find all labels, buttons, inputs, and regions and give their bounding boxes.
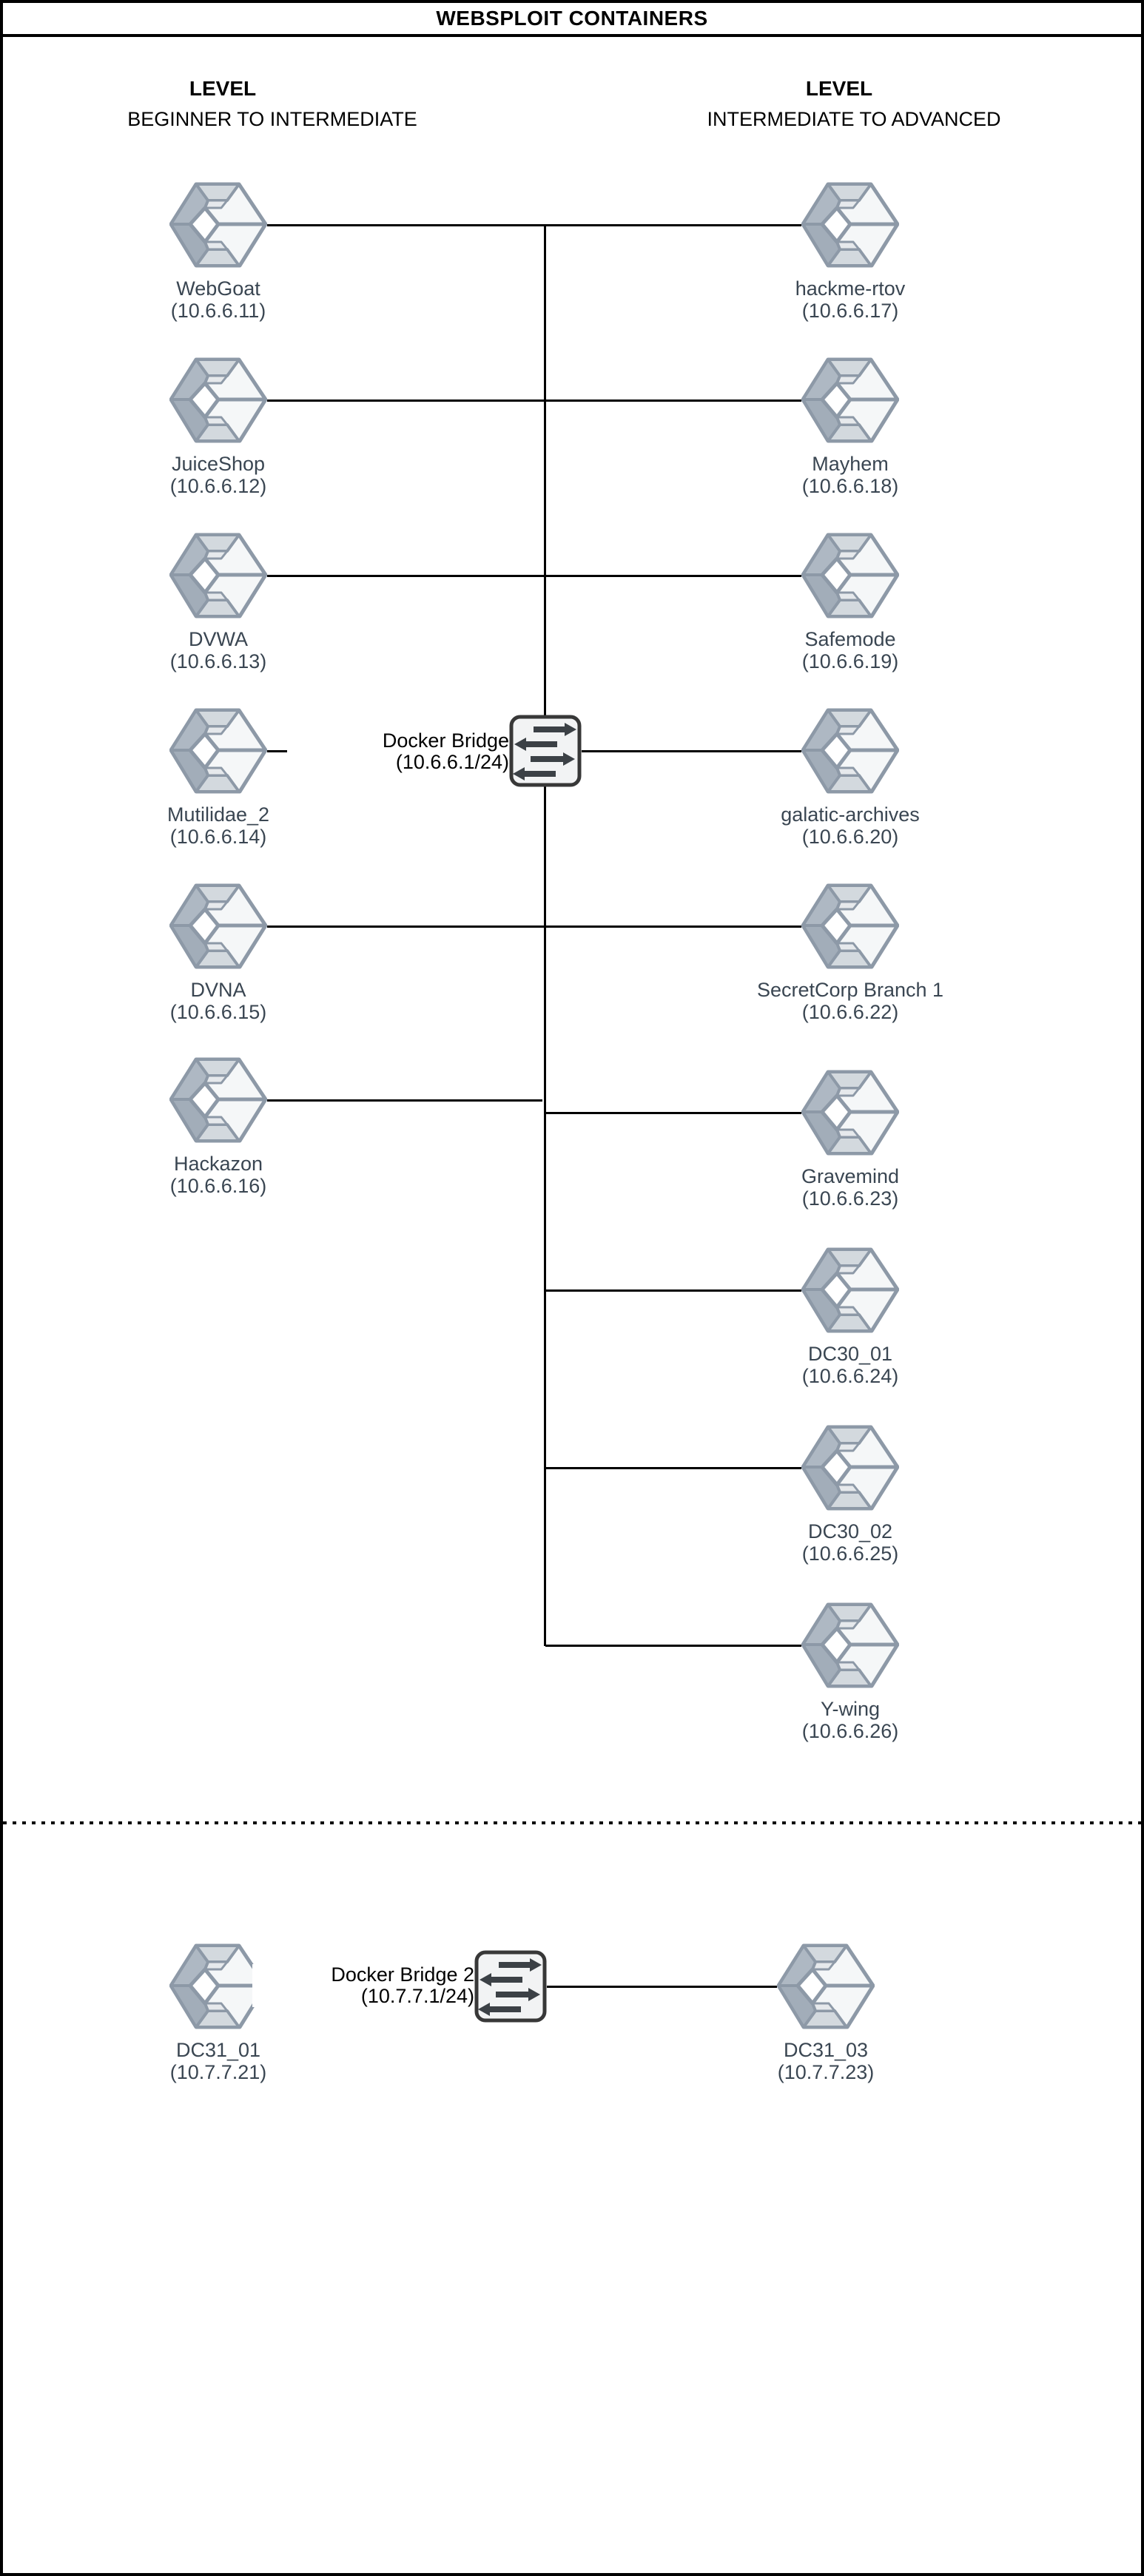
container-ip: (10.6.6.12): [169, 475, 267, 497]
edge-bridge-mayhem: [545, 399, 801, 402]
container-name: Y-wing: [820, 1698, 881, 1720]
container-node-dc31-03: DC31_03 (10.7.7.23): [728, 1943, 923, 2083]
container-name: DC30_01: [807, 1343, 893, 1365]
container-name: Mutilidae_2: [166, 803, 270, 826]
container-ip: (10.6.6.16): [169, 1175, 267, 1197]
container-ip: (10.6.6.13): [169, 650, 267, 672]
container-cube-icon[interactable]: [801, 1424, 899, 1511]
left-level-heading: LEVEL: [189, 77, 257, 100]
container-ip: (10.6.6.11): [170, 300, 266, 322]
container-cube-icon[interactable]: [777, 1943, 875, 2030]
edge-bridge-ywing: [545, 1645, 801, 1647]
container-ip: (10.7.7.21): [169, 2061, 267, 2083]
container-node-gravemind: Gravemind (10.6.6.23): [753, 1069, 948, 1210]
container-cube-icon[interactable]: [169, 532, 267, 619]
container-cube-icon[interactable]: [801, 1247, 899, 1334]
container-cube-icon[interactable]: [801, 181, 899, 269]
bridge1-label: Docker Bridge (10.6.6.1/24): [287, 730, 509, 773]
container-cube-icon[interactable]: [801, 532, 899, 619]
edge-dvwa-bridge: [267, 575, 545, 577]
bridge1-subnet: (10.6.6.1/24): [395, 751, 509, 773]
bridge-switch-icon[interactable]: [509, 715, 582, 787]
container-cube-icon[interactable]: [169, 357, 267, 444]
bridge2-label: Docker Bridge 2 (10.7.7.1/24): [252, 1964, 474, 2007]
container-cube-icon[interactable]: [801, 883, 899, 970]
container-node-mutilidae: Mutilidae_2 (10.6.6.14): [121, 707, 316, 848]
container-ip: (10.7.7.23): [777, 2061, 875, 2083]
container-name: DVNA: [190, 979, 246, 1001]
bridge2-subnet: (10.7.7.1/24): [360, 1985, 474, 2007]
right-level-heading: LEVEL: [805, 77, 873, 100]
container-ip: (10.6.6.18): [801, 475, 899, 497]
container-name: DC31_01: [175, 2039, 261, 2061]
container-cube-icon[interactable]: [169, 883, 267, 970]
container-name: Hackazon: [173, 1153, 263, 1175]
bridge-trunk-line: [544, 225, 546, 1646]
container-name: DVWA: [189, 628, 248, 650]
container-node-dc31-01: DC31_01 (10.7.7.21): [121, 1943, 316, 2083]
container-node-galatic-archives: galatic-archives (10.6.6.20): [753, 707, 948, 848]
container-name: DC31_03: [783, 2039, 869, 2061]
edge-hackazon-bridge: [267, 1099, 542, 1102]
container-cube-icon[interactable]: [801, 1602, 899, 1689]
container-node-mayhem: Mayhem (10.6.6.18): [753, 357, 948, 497]
container-name: WebGoat: [176, 277, 260, 300]
container-ip: (10.6.6.25): [801, 1542, 899, 1565]
container-node-dvna: DVNA (10.6.6.15): [121, 883, 316, 1023]
edge-bridge-dc30-01: [545, 1289, 801, 1292]
left-level-range: BEGINNER TO INTERMEDIATE: [127, 108, 417, 130]
container-node-dvwa: DVWA (10.6.6.13): [121, 532, 316, 672]
right-level-range: INTERMEDIATE TO ADVANCED: [707, 108, 1001, 130]
container-ip: (10.6.6.17): [801, 300, 899, 322]
container-node-y-wing: Y-wing (10.6.6.26): [753, 1602, 948, 1742]
container-node-secretcorp-branch1: SecretCorp Branch 1 (10.6.6.22): [753, 883, 948, 1023]
container-ip: (10.6.6.22): [801, 1001, 899, 1023]
edge-bridge-secretcorp: [545, 925, 801, 928]
container-cube-icon[interactable]: [801, 707, 899, 795]
container-ip: (10.6.6.14): [169, 826, 267, 848]
container-name: galatic-archives: [781, 803, 920, 826]
bridge2-name: Docker Bridge 2: [331, 1963, 474, 1986]
container-ip: (10.6.6.20): [801, 826, 899, 848]
container-name: SecretCorp Branch 1: [756, 979, 944, 1001]
container-node-dc30-02: DC30_02 (10.6.6.25): [753, 1424, 948, 1565]
edge-bridge2-dc31-03: [547, 1986, 777, 1988]
edge-dvna-bridge: [267, 925, 545, 928]
container-node-hackazon: Hackazon (10.6.6.16): [121, 1056, 316, 1197]
container-node-juiceshop: JuiceShop (10.6.6.12): [121, 357, 316, 497]
container-ip: (10.6.6.24): [801, 1365, 899, 1387]
container-name: hackme-rtov: [795, 277, 906, 300]
container-node-hackme-rtov: hackme-rtov (10.6.6.17): [753, 181, 948, 322]
container-cube-icon[interactable]: [169, 181, 267, 269]
container-node-dc30-01: DC30_01 (10.6.6.24): [753, 1247, 948, 1387]
container-cube-icon[interactable]: [169, 1056, 267, 1144]
edge-bridge-galatic: [582, 750, 801, 752]
container-ip: (10.6.6.23): [801, 1187, 899, 1210]
edge-bridge-gravemind: [545, 1112, 801, 1114]
container-name: Mayhem: [812, 453, 889, 475]
bridge2-switch-icon[interactable]: [474, 1950, 547, 2023]
edge-bridge-safemode: [545, 575, 801, 577]
container-ip: (10.6.6.15): [169, 1001, 267, 1023]
edge-juiceshop-bridge: [267, 399, 545, 402]
container-name: DC30_02: [807, 1520, 893, 1542]
container-node-webgoat: WebGoat (10.6.6.11): [121, 181, 316, 322]
container-name: Safemode: [804, 628, 896, 650]
container-name: JuiceShop: [171, 453, 266, 475]
title-bar: WEBSPLOIT CONTAINERS: [3, 3, 1141, 37]
container-ip: (10.6.6.19): [801, 650, 899, 672]
container-name: Gravemind: [801, 1165, 900, 1187]
page-title: WEBSPLOIT CONTAINERS: [436, 7, 708, 30]
edge-bridge-dc30-02: [545, 1467, 801, 1469]
container-cube-icon[interactable]: [169, 707, 267, 795]
container-cube-icon[interactable]: [801, 1069, 899, 1156]
container-node-safemode: Safemode (10.6.6.19): [753, 532, 948, 672]
container-ip: (10.6.6.26): [801, 1720, 899, 1742]
bridge1-name: Docker Bridge: [382, 729, 509, 752]
edge-webgoat-bridge: [267, 224, 545, 226]
container-cube-icon[interactable]: [801, 357, 899, 444]
section-divider-dotted-line: [3, 1821, 1141, 1824]
edge-bridge-hackmertov: [545, 224, 801, 226]
